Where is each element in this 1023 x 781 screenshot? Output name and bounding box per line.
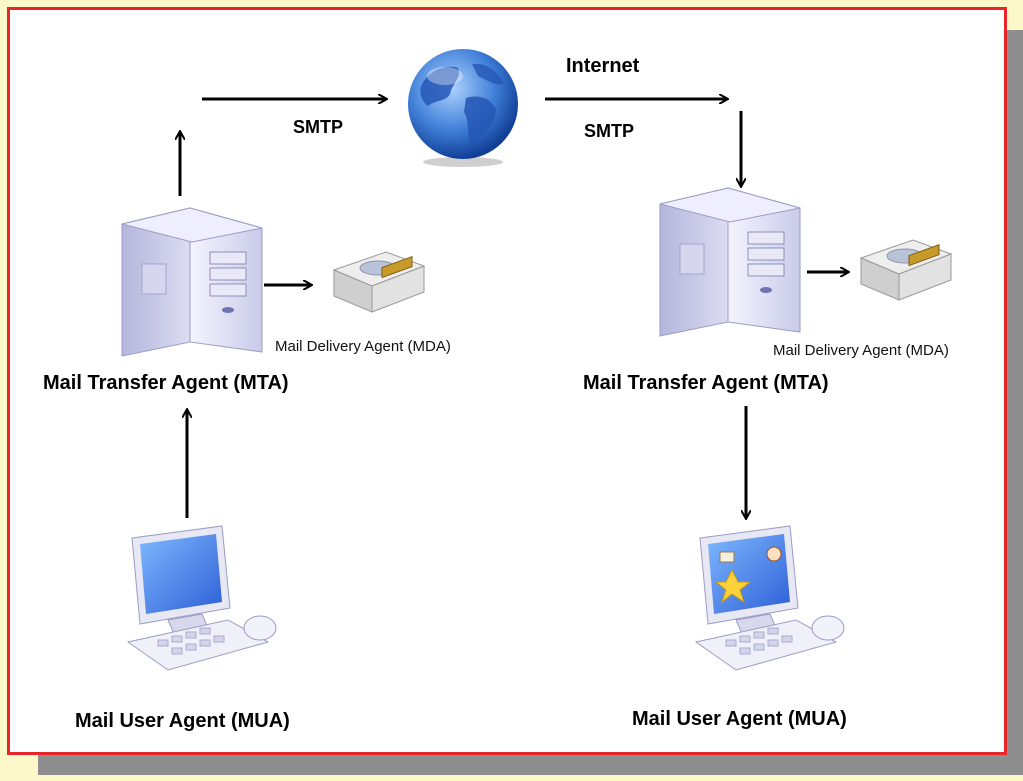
internet-label: Internet xyxy=(566,55,640,77)
mua-label-right: Mail User Agent (MUA) xyxy=(632,708,847,730)
mda-drive-right-icon xyxy=(859,239,953,301)
mta-server-left-icon xyxy=(121,207,263,357)
mua-computer-right-icon xyxy=(694,525,845,671)
mda-label-left: Mail Delivery Agent (MDA) xyxy=(275,338,451,355)
mda-drive-left-icon xyxy=(332,251,426,313)
mda-label-right: Mail Delivery Agent (MDA) xyxy=(773,342,949,359)
smtp-label-left: SMTP xyxy=(293,117,344,137)
mta-label-right: Mail Transfer Agent (MTA) xyxy=(583,372,829,394)
smtp-label-right: SMTP xyxy=(584,121,635,141)
mua-computer-left-icon xyxy=(126,525,277,671)
mta-server-right-icon xyxy=(659,187,801,337)
mua-label-left: Mail User Agent (MUA) xyxy=(75,710,290,732)
mta-label-left: Mail Transfer Agent (MTA) xyxy=(43,372,289,394)
globe-icon xyxy=(408,49,518,167)
